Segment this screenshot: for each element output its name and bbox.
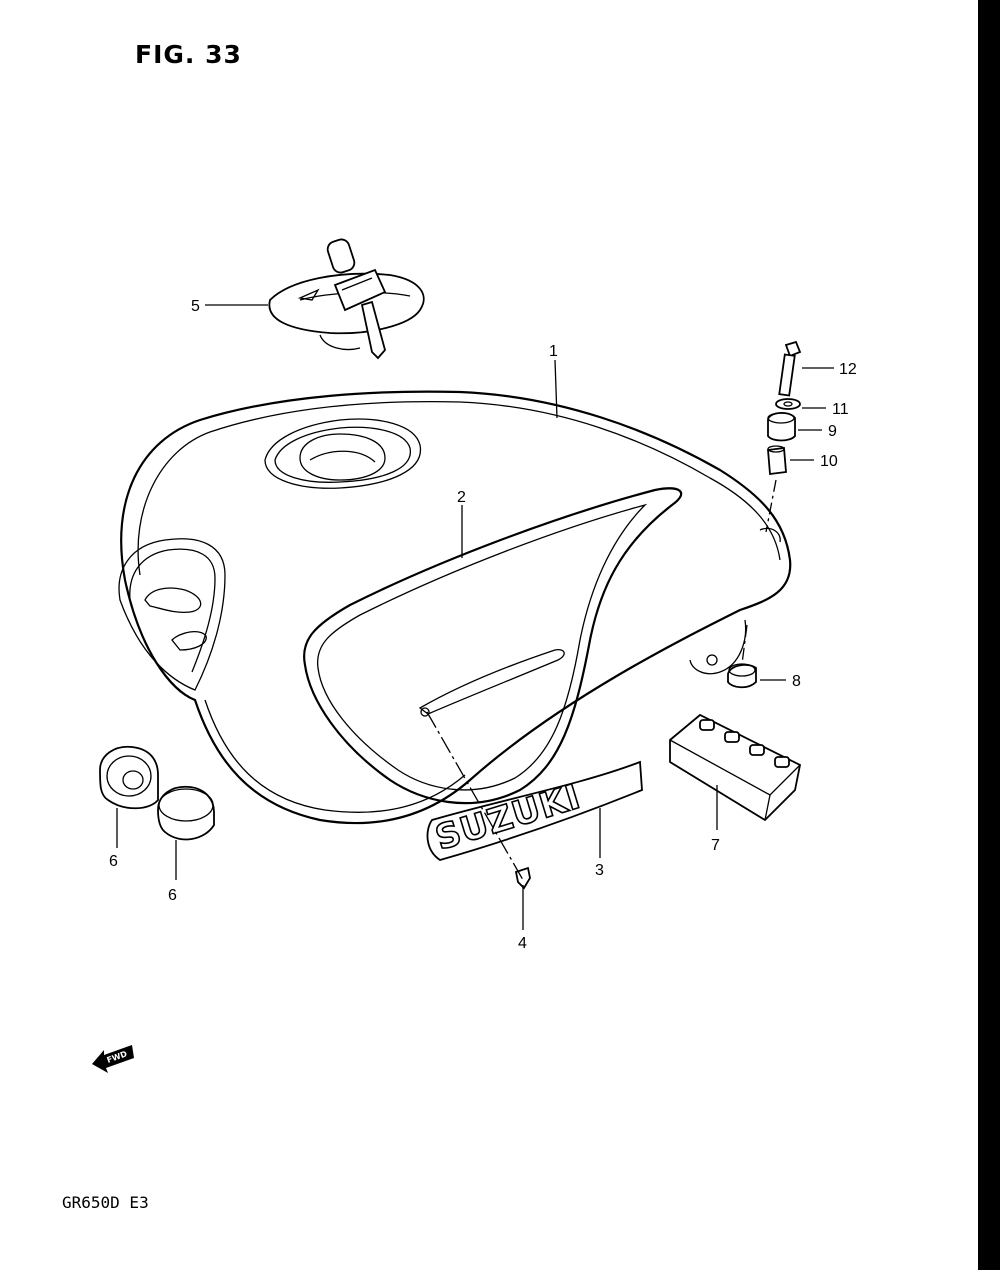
callout-5: 5 — [191, 298, 200, 315]
callout-10: 10 — [820, 453, 838, 470]
page-edge-border — [978, 0, 1000, 1270]
suzuki-badge: SUZUKI — [426, 760, 643, 861]
callout-6b: 6 — [168, 887, 177, 904]
exploded-parts-diagram: SUZUKI — [92, 238, 857, 1073]
leader-lines — [205, 304, 777, 881]
callout-9: 9 — [828, 423, 837, 440]
model-code: GR650D E3 — [62, 1193, 149, 1212]
tank-side-panel — [303, 487, 683, 805]
rubber-block — [669, 713, 802, 830]
fuel-cap-with-key — [268, 238, 425, 360]
figure-title: FIG. 33 — [135, 40, 242, 69]
collar — [767, 445, 814, 476]
forward-direction-arrow: FWD — [92, 1045, 134, 1073]
callout-12: 12 — [839, 361, 857, 378]
rubber-cushion-2 — [157, 785, 215, 880]
callout-3: 3 — [595, 862, 604, 879]
rubber-cushion — [99, 745, 159, 848]
washer — [775, 398, 826, 410]
screw — [514, 866, 531, 930]
callout-7: 7 — [711, 837, 720, 854]
callout-1: 1 — [549, 343, 558, 360]
callout-2: 2 — [457, 489, 466, 506]
callout-11: 11 — [832, 401, 849, 418]
mount-bolt — [778, 340, 834, 397]
callout-6a: 6 — [109, 853, 118, 870]
fuel-tank — [118, 390, 792, 825]
tank-rear-cushion — [727, 663, 786, 689]
callout-8: 8 — [792, 673, 801, 690]
callout-labels: 1 2 3 4 5 6 6 7 8 9 10 11 12 — [109, 298, 857, 952]
callout-4: 4 — [518, 935, 527, 952]
mount-cushion — [767, 412, 822, 442]
